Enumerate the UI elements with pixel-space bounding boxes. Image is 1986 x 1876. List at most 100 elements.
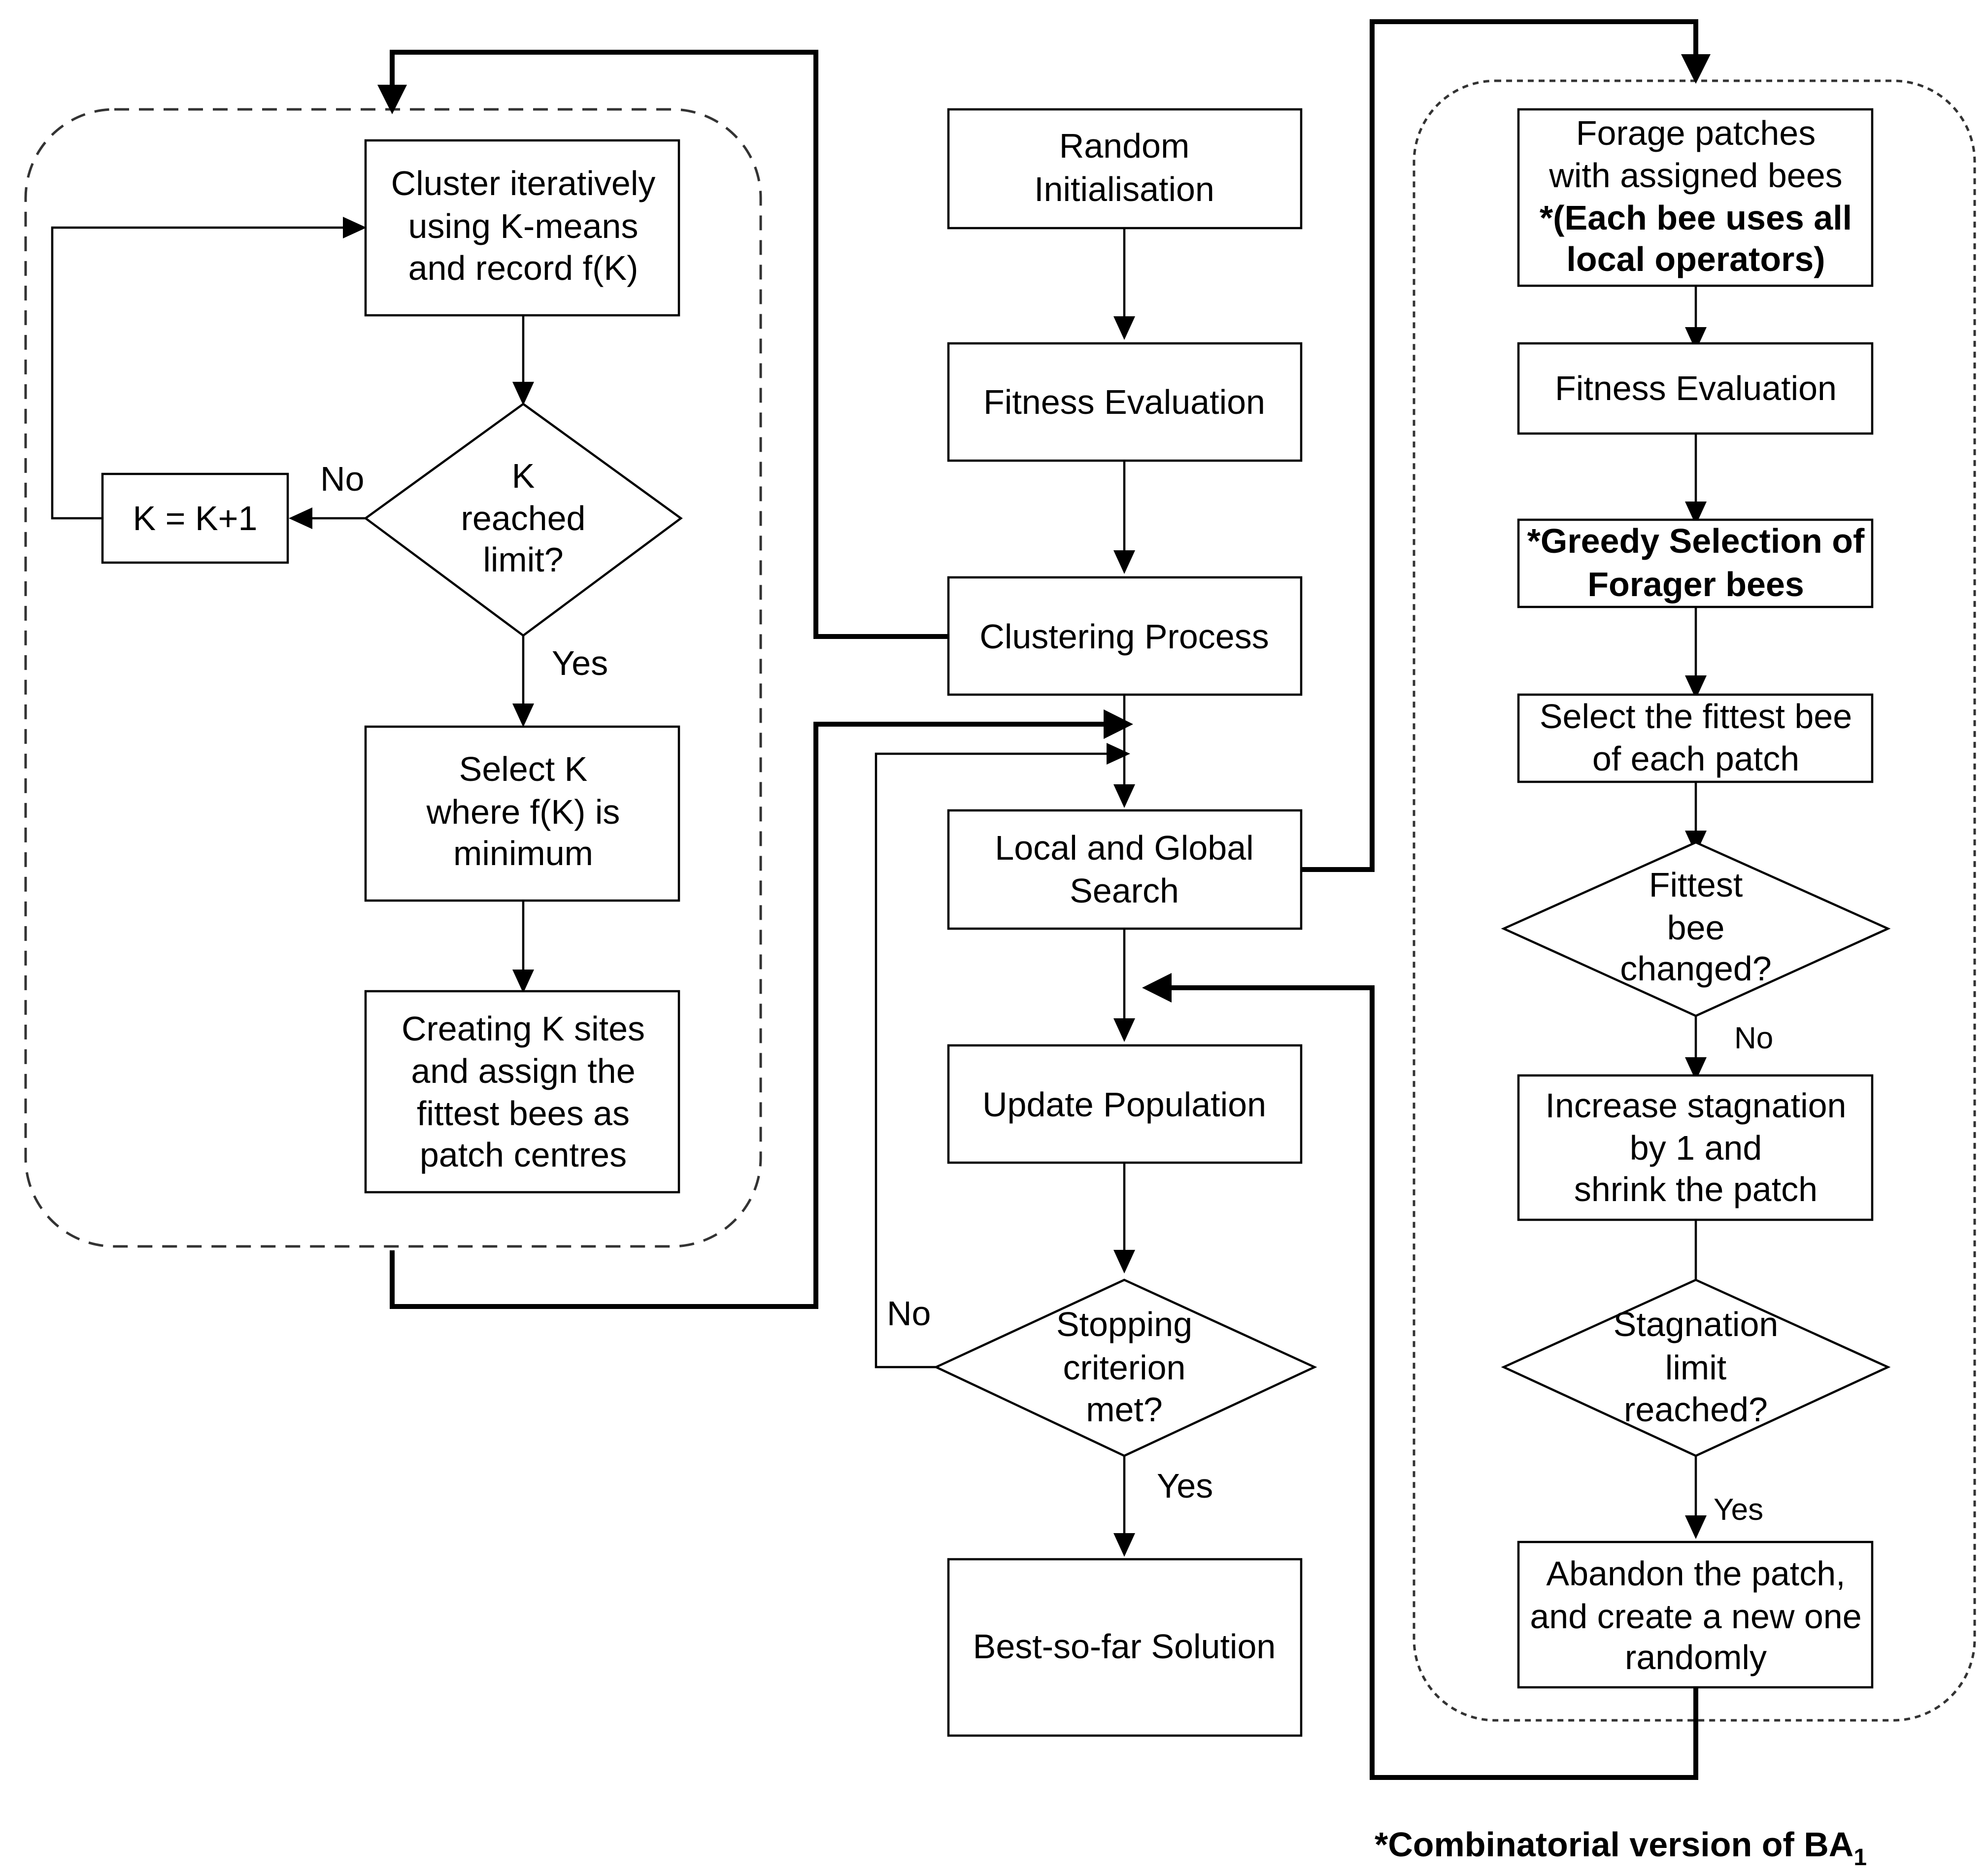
node-label: reached?	[1624, 1390, 1768, 1429]
node-label: Update Population	[982, 1085, 1266, 1124]
node-label: bee	[1667, 908, 1725, 947]
fitness-evaluation-main-box: Fitness Evaluation	[947, 342, 1303, 462]
k-limit-decision: K reached limit?	[364, 402, 683, 637]
stagnation-limit-decision: Stagnation limit reached?	[1501, 1278, 1891, 1457]
node-label: Search	[1070, 871, 1179, 910]
node-label: of each patch	[1592, 739, 1799, 778]
node-label: patch centres	[420, 1136, 627, 1174]
edge-stop-no-loop	[875, 752, 1109, 1369]
node-label: using K-means	[408, 207, 639, 245]
arrowhead	[1113, 1018, 1135, 1042]
node-label: *(Each bee uses all	[1540, 199, 1852, 237]
node-label: Creating K sites	[402, 1009, 645, 1048]
select-fittest-box: Select the fittest bee of each patch	[1517, 693, 1874, 783]
node-label: changed?	[1620, 949, 1772, 988]
k-increment-box: K = K+1	[101, 472, 289, 564]
node-label: and create a new one	[1530, 1597, 1861, 1636]
arrowhead	[1113, 316, 1135, 340]
create-sites-box: Creating K sites and assign the fittest …	[364, 990, 680, 1194]
edge-label-stop-no: No	[887, 1294, 931, 1333]
arrowhead	[1685, 1515, 1707, 1539]
node-label: met?	[1086, 1390, 1163, 1429]
best-so-far-solution-box: Best-so-far Solution	[947, 1558, 1303, 1737]
node-label: and record f(K)	[408, 249, 639, 287]
abandon-patch-box: Abandon the patch, and create a new one …	[1517, 1541, 1874, 1689]
arrowhead	[343, 217, 367, 238]
increase-stagnation-box: Increase stagnation by 1 and shrink the …	[1517, 1074, 1874, 1221]
node-label: K = K+1	[133, 499, 258, 537]
node-label: with assigned bees	[1548, 156, 1842, 195]
node-label: Increase stagnation	[1546, 1086, 1847, 1125]
footnote: *Combinatorial version of BA1	[1375, 1825, 1867, 1871]
node-label: Stopping	[1056, 1305, 1192, 1343]
edge-from-clustering-group	[390, 722, 1109, 1309]
arrowhead	[1142, 973, 1172, 1003]
node-label: local operators)	[1566, 240, 1825, 278]
node-label: Stagnation	[1614, 1305, 1779, 1343]
clustering-process-box: Clustering Process	[947, 576, 1303, 696]
arrowhead	[1113, 784, 1135, 808]
node-label: criterion	[1063, 1348, 1186, 1387]
node-label: Forage patches	[1576, 114, 1816, 152]
node-label: limit?	[483, 540, 563, 579]
greedy-selection-box: *Greedy Selection of Forager bees	[1517, 518, 1874, 608]
stopping-criterion-decision: Stopping criterion met?	[933, 1278, 1317, 1457]
arrowhead	[1104, 709, 1133, 739]
node-label: Forager bees	[1587, 565, 1804, 603]
node-label: Select the fittest bee	[1540, 697, 1852, 736]
node-label: minimum	[453, 834, 593, 872]
arrowhead	[512, 970, 534, 993]
arrowhead	[377, 85, 407, 114]
node-label: where f(K) is	[426, 793, 620, 831]
node-label: Cluster iteratively	[391, 164, 656, 202]
node-label: Best-so-far Solution	[973, 1627, 1276, 1666]
arrowhead	[512, 704, 534, 727]
node-label: Select K	[459, 750, 588, 788]
arrowhead	[1113, 550, 1135, 574]
update-population-box: Update Population	[947, 1044, 1303, 1164]
arrowhead	[1685, 675, 1707, 699]
arrowhead	[1685, 502, 1707, 525]
edge-from-foraging-group	[1168, 985, 1698, 1780]
node-label: K	[512, 457, 535, 495]
node-label: shrink the patch	[1574, 1170, 1818, 1208]
arrowhead	[1113, 1533, 1135, 1557]
edge-label-fittest-no: No	[1734, 1021, 1773, 1055]
node-label: randomly	[1625, 1638, 1767, 1676]
fitness-evaluation-right-box: Fitness Evaluation	[1517, 342, 1874, 435]
node-label: by 1 and	[1630, 1129, 1762, 1167]
fittest-bee-decision: Fittest bee changed?	[1501, 841, 1891, 1017]
edge-label-k-yes: Yes	[552, 644, 608, 682]
select-k-box: Select K where f(K) is minimum	[364, 725, 680, 902]
footnote-subscript: 1	[1853, 1844, 1867, 1871]
footnote-text: *Combinatorial version of BA	[1375, 1825, 1853, 1864]
edge-label-k-no: No	[320, 460, 364, 498]
edge-to-clustering-group	[390, 50, 948, 639]
node-label: Random	[1059, 127, 1190, 165]
node-label: *Greedy Selection of	[1527, 522, 1865, 560]
local-global-search-box: Local and Global Search	[947, 809, 1303, 930]
node-label: Initialisation	[1034, 170, 1214, 208]
node-label: and assign the	[411, 1052, 635, 1090]
node-label: Clustering Process	[979, 617, 1269, 656]
node-label: Abandon the patch,	[1546, 1554, 1845, 1593]
random-initialisation-box: Random Initialisation	[947, 108, 1303, 230]
edge-label-stagnation-yes: Yes	[1714, 1493, 1763, 1527]
arrowhead	[1113, 1250, 1135, 1273]
node-label: limit	[1665, 1348, 1726, 1387]
arrowhead	[1685, 1057, 1707, 1081]
edge-increment-loop	[51, 226, 345, 520]
arrowhead	[512, 382, 534, 405]
cluster-kmeans-box: Cluster iteratively using K-means and re…	[364, 139, 680, 317]
node-label: reached	[461, 499, 586, 537]
edge-to-foraging-group	[1301, 19, 1698, 872]
arrowhead	[289, 507, 312, 529]
node-label: Fittest	[1649, 866, 1743, 904]
forage-patches-box: Forage patches with assigned bees *(Each…	[1517, 108, 1874, 287]
edge-label-stop-yes: Yes	[1157, 1467, 1213, 1505]
arrowhead	[1107, 743, 1130, 765]
node-label: Local and Global	[995, 829, 1253, 867]
node-label: Fitness Evaluation	[1555, 369, 1837, 407]
node-label: Fitness Evaluation	[983, 383, 1265, 421]
